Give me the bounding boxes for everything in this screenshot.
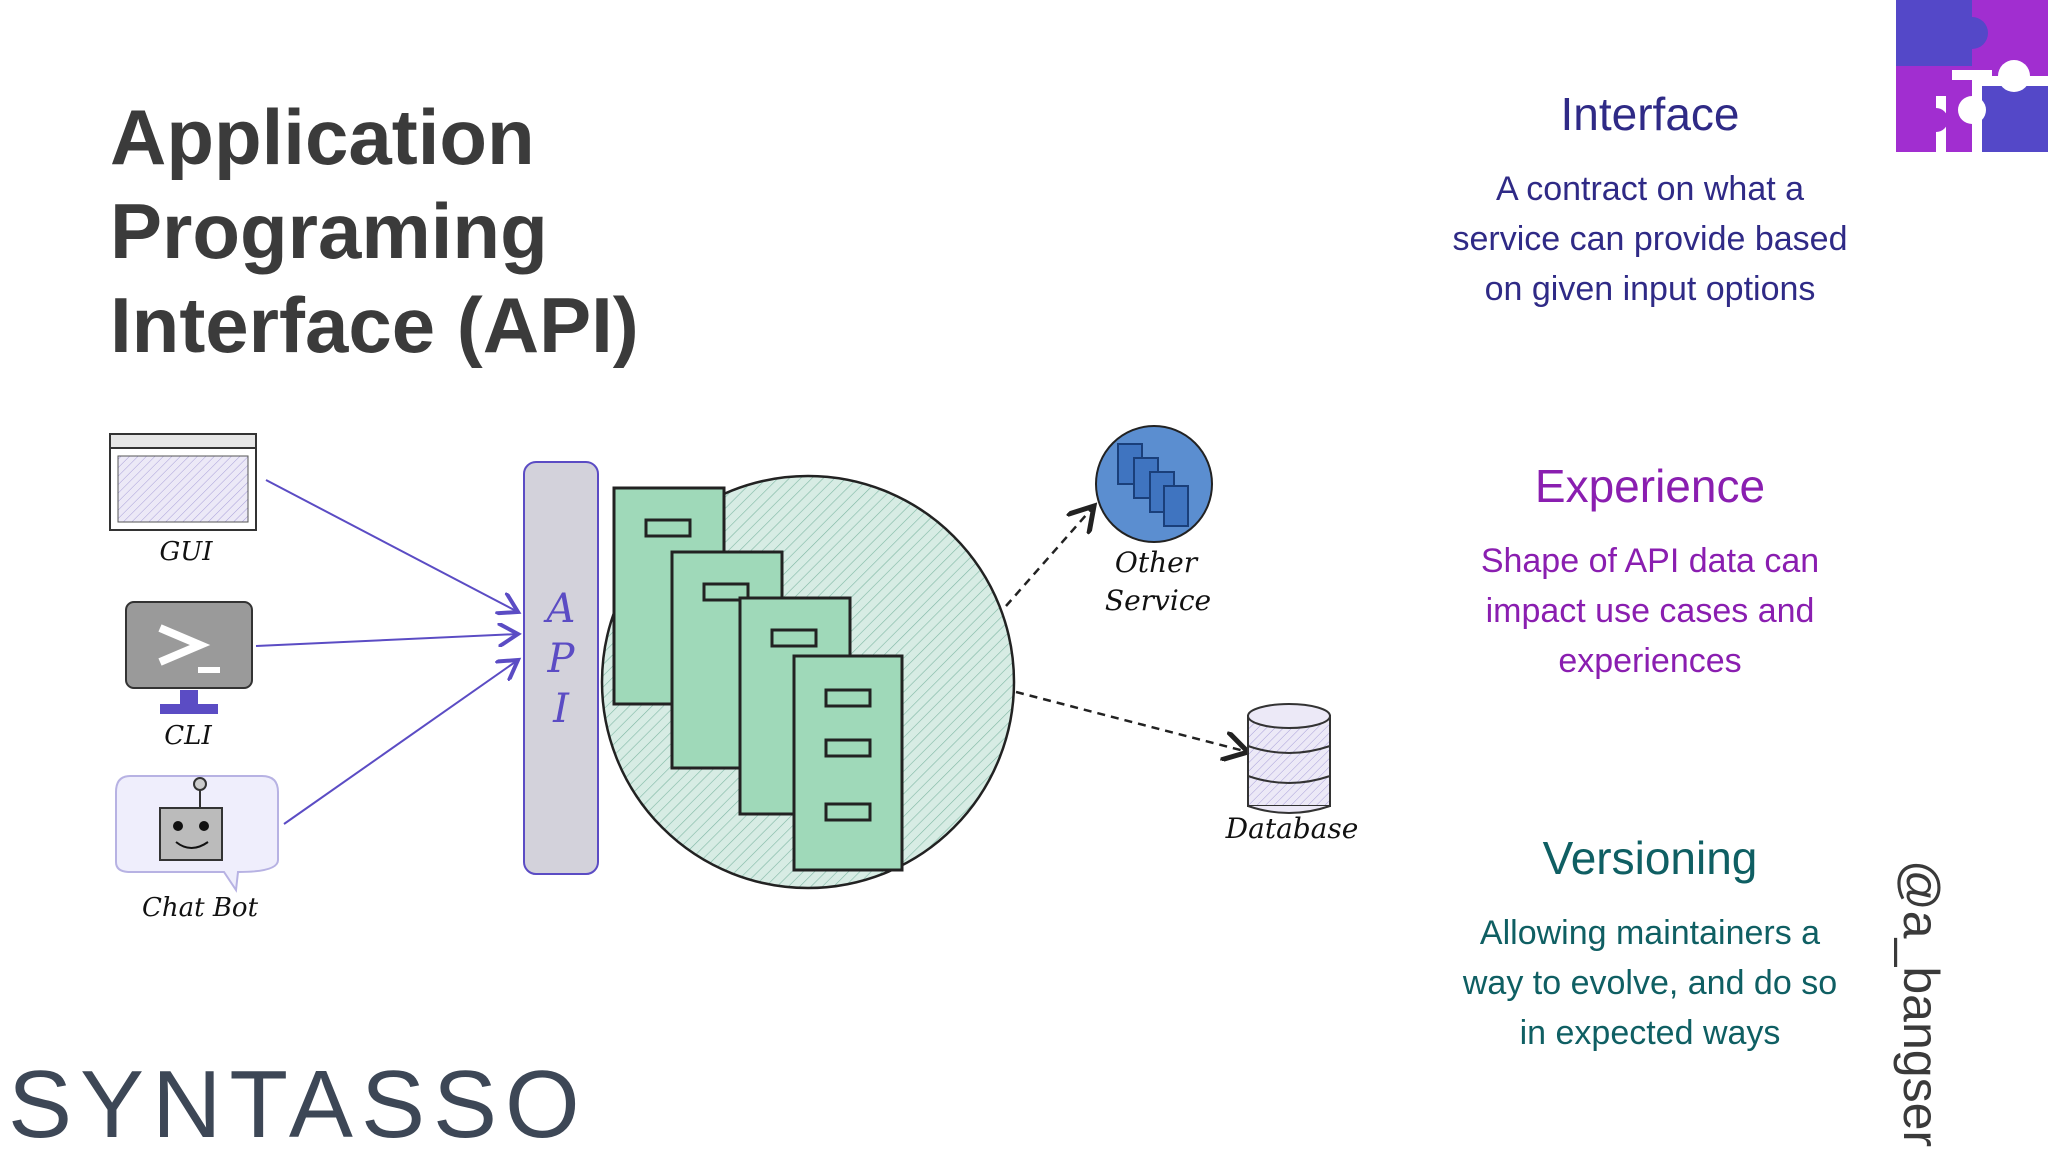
database-arrow: [1015, 690, 1248, 752]
section-text-line: in expected ways: [1519, 1014, 1781, 1052]
cli-arrow: [255, 634, 518, 647]
chat-bot-arrow: [283, 660, 518, 825]
section-versioning: Versioning Allowing maintainers a way to…: [1400, 830, 1900, 1058]
other-service-icon: [1095, 425, 1213, 543]
section-heading: Versioning: [1542, 832, 1758, 884]
section-interface: Interface A contract on what a service c…: [1400, 86, 1900, 314]
section-text: Allowing maintainers a way to evolve, an…: [1400, 908, 1900, 1058]
chat-bot-label: Chat Bot: [142, 893, 259, 923]
cli-label: CLI: [164, 721, 212, 751]
api-letter-a: A: [543, 586, 576, 632]
chat-bot-icon: [115, 775, 279, 893]
api-letter-i: I: [552, 686, 570, 732]
title-line-3: Interface (API): [110, 281, 639, 369]
cli-client-icon: [125, 601, 253, 714]
section-text-line: experiences: [1558, 642, 1742, 680]
section-text-line: impact use cases and: [1485, 592, 1815, 630]
api-bar: [523, 461, 599, 875]
service-card: [792, 654, 904, 872]
brand-logo-text: SYNTASSO: [8, 1051, 588, 1158]
page-title: Application Programing Interface (API): [110, 90, 639, 372]
section-text-line: on given input options: [1484, 270, 1816, 308]
other-service-label-line1: Other: [1115, 546, 1199, 579]
gui-label: GUI: [160, 537, 214, 567]
api-letter-p: P: [547, 636, 576, 682]
gui-arrow: [265, 479, 518, 612]
section-heading: Interface: [1560, 88, 1740, 140]
author-handle: @a_bangser: [1893, 860, 1949, 1148]
section-text-line: way to evolve, and do so: [1462, 964, 1838, 1002]
section-text-line: Allowing maintainers a: [1479, 914, 1821, 952]
section-text-line: A contract on what a: [1495, 170, 1805, 208]
section-heading: Experience: [1534, 460, 1766, 512]
section-text: Shape of API data can impact use cases a…: [1400, 536, 1900, 686]
section-text-line: service can provide based: [1452, 220, 1848, 258]
section-text-line: Shape of API data can: [1480, 542, 1820, 580]
database-icon: [1247, 703, 1331, 814]
title-line-1: Application: [110, 93, 535, 181]
other-service-arrow: [1005, 506, 1094, 607]
gui-client-icon: [109, 433, 257, 531]
title-line-2: Programing: [110, 187, 548, 275]
other-service-label-line2: Service: [1105, 584, 1211, 617]
puzzle-logo-icon: [1896, 0, 2048, 152]
api-diagram: GUI CLI Chat Bot A P I: [109, 425, 1359, 923]
section-experience: Experience Shape of API data can impact …: [1400, 458, 1900, 686]
section-text: A contract on what a service can provide…: [1400, 164, 1900, 314]
database-label: Database: [1225, 812, 1359, 845]
